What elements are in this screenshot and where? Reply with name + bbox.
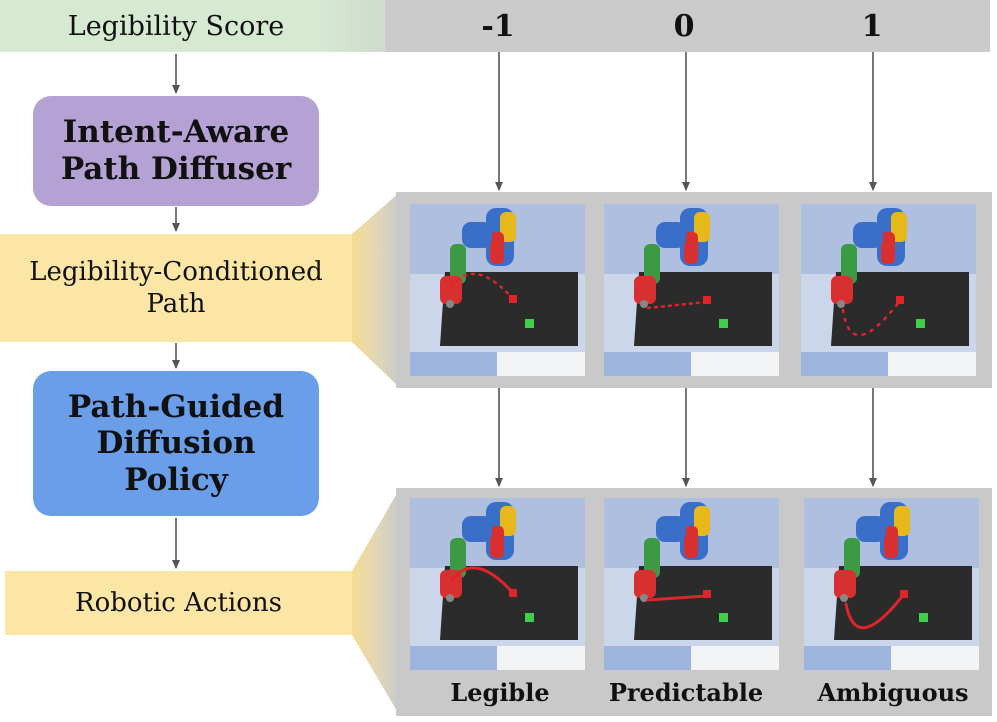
action-thumbnail-legible — [410, 498, 585, 670]
path-guided-diffusion-policy: Path-Guided Diffusion Policy — [33, 371, 319, 516]
intent-aware-path-diffuser: Intent-Aware Path Diffuser — [33, 96, 319, 206]
legibility-score-title: Legibility Score — [67, 10, 285, 42]
actions-band-connector — [352, 488, 400, 716]
robotic-actions-band: Robotic Actions — [5, 571, 352, 635]
label-ambiguous: Ambiguous — [817, 677, 969, 707]
path-thumbnail-predictable — [604, 204, 779, 376]
label-legible: Legible — [450, 677, 550, 707]
path-thumbnail-legible — [410, 204, 585, 376]
score-one: 1 — [861, 8, 883, 44]
action-thumbnail-predictable — [604, 498, 779, 670]
action-thumbnail-ambiguous — [804, 498, 979, 670]
score-minus-one: -1 — [481, 8, 515, 44]
path-thumbnail-ambiguous — [801, 204, 976, 376]
legibility-score-header — [0, 0, 395, 52]
legibility-conditioned-path-band: Legibility-Conditioned Path — [0, 234, 352, 342]
label-predictable: Predictable — [608, 677, 764, 707]
score-zero: 0 — [673, 8, 695, 44]
score-values-header — [385, 0, 990, 52]
path-band-connector — [352, 192, 400, 388]
